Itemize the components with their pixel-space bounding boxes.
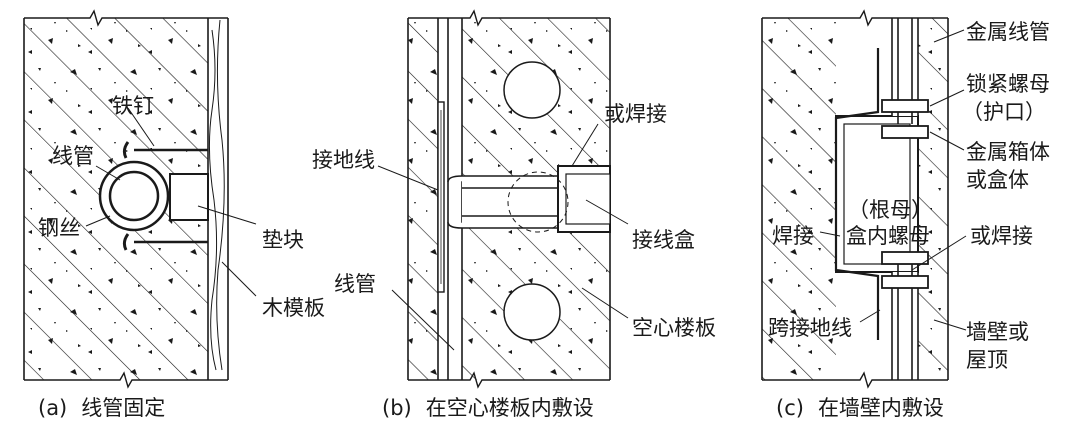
label-lock-nut: 锁紧螺母 <box>966 72 1050 96</box>
label-or-box: 或盒体 <box>966 168 1029 192</box>
label-inner-nut: 盒内螺母 <box>846 224 930 248</box>
caption-a-letter: (a) <box>38 396 68 420</box>
caption-b-text: 在空心楼板内敷设 <box>425 396 594 420</box>
label-wall-or: 墙壁或 <box>966 320 1029 344</box>
panel-a-drawing <box>23 9 257 389</box>
label-hollow-slab: 空心楼板 <box>632 316 716 340</box>
label-nail: 铁钉 <box>112 94 154 118</box>
caption-b: (b) 在空心楼板内敷设 <box>382 398 594 419</box>
caption-c-letter: (c) <box>776 396 804 420</box>
label-junction-box: 接线盒 <box>632 228 695 252</box>
panel-c-drawing <box>761 9 967 389</box>
label-or-weld-c: 或焊接 <box>970 224 1033 248</box>
caption-c-text: 在墙壁内敷设 <box>817 396 944 420</box>
label-guard: （护口） <box>962 100 1046 124</box>
label-conduit-b: 线管 <box>334 272 376 296</box>
caption-a: (a) 线管固定 <box>38 398 165 419</box>
label-or-weld-b: 或焊接 <box>604 102 667 126</box>
label-metal-box: 金属箱体 <box>966 140 1050 164</box>
caption-c: (c) 在墙壁内敷设 <box>776 398 944 419</box>
label-jumper-ground: 跨接地线 <box>768 316 852 340</box>
label-block: 垫块 <box>262 228 304 252</box>
caption-b-letter: (b) <box>382 396 412 420</box>
label-steel-wire: 钢丝 <box>38 216 80 240</box>
caption-a-text: 线管固定 <box>81 396 166 420</box>
label-ground-wire: 接地线 <box>312 148 375 172</box>
label-roof: 屋顶 <box>966 348 1008 372</box>
label-weld: 焊接 <box>772 224 814 248</box>
panel-b-drawing <box>377 9 629 389</box>
label-formwork: 木模板 <box>262 296 325 320</box>
label-metal-conduit: 金属线管 <box>966 20 1050 44</box>
label-conduit-a: 线管 <box>52 144 94 168</box>
label-root-nut: （根母） <box>848 198 932 222</box>
